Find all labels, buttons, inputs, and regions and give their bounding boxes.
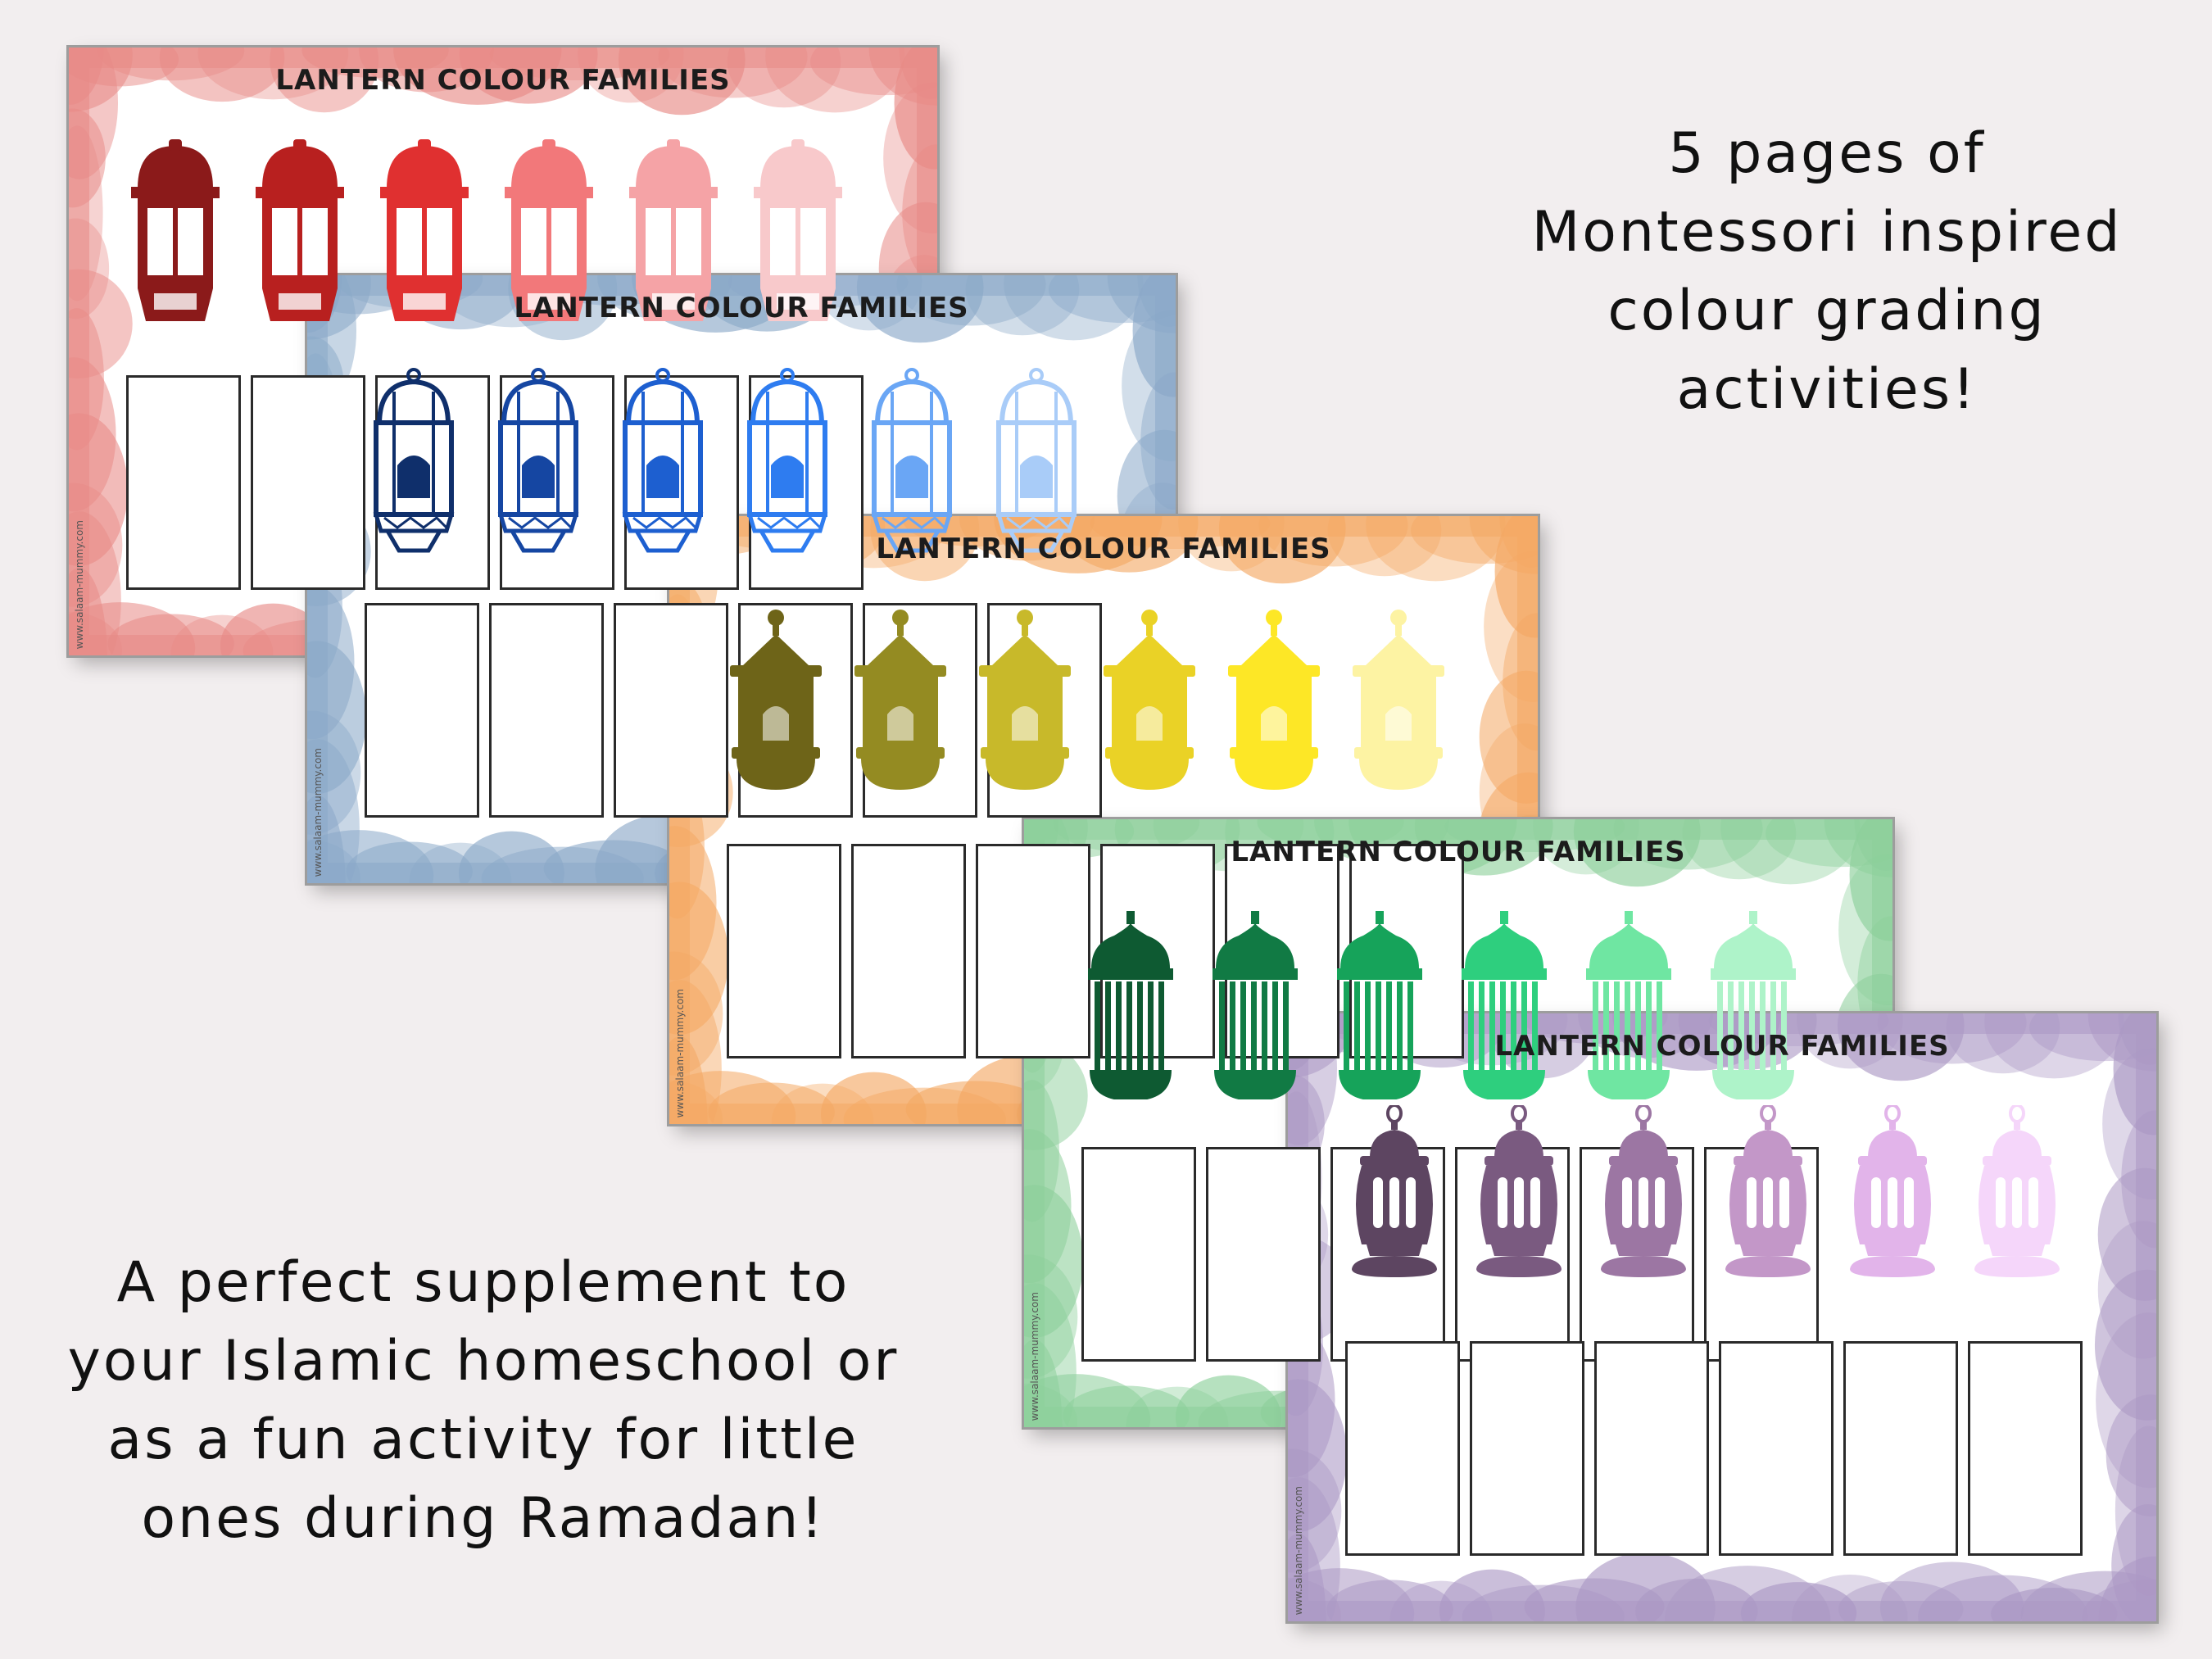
lantern-icon [131, 139, 220, 321]
site-url: www.salaam-mummy.com [312, 747, 324, 877]
lantern-icon [1462, 911, 1547, 1099]
caption-bottom-line: as a fun activity for little [107, 1407, 859, 1472]
lantern-row [1352, 1105, 2060, 1277]
lantern-icon [1352, 1105, 1437, 1277]
lantern-row [730, 610, 1444, 790]
caption-bottom-line: your Islamic homeschool or [67, 1329, 900, 1394]
sorting-box [727, 844, 841, 1058]
sorting-box [1719, 1341, 1834, 1556]
lantern-icon [1850, 1105, 1935, 1277]
caption-top: 5 pages of Montessori inspired colour gr… [1499, 115, 2155, 429]
lantern-icon [854, 610, 946, 790]
caption-top-line: colour grading [1607, 279, 2047, 343]
lantern-icon [746, 368, 828, 553]
sorting-box [614, 603, 728, 818]
sorting-box [1345, 1341, 1460, 1556]
lantern-icon [1213, 911, 1298, 1099]
site-url: www.salaam-mummy.com [1029, 1291, 1040, 1421]
sorting-box [1081, 1147, 1196, 1362]
worksheet-title: LANTERN COLOUR FAMILIES [514, 292, 969, 324]
sorting-box [126, 375, 241, 590]
sorting-box [251, 375, 365, 590]
lantern-icon [995, 368, 1077, 553]
sorting-box [851, 844, 966, 1058]
site-url: www.salaam-mummy.com [74, 519, 85, 649]
sorting-box [1470, 1341, 1584, 1556]
lantern-icon [497, 368, 579, 553]
caption-bottom-line: A perfect supplement to [116, 1250, 850, 1315]
lantern-icon [373, 368, 455, 553]
worksheet-title: LANTERN COLOUR FAMILIES [275, 64, 731, 97]
caption-top-line: 5 pages of [1668, 121, 1986, 186]
caption-top-line: Montessori inspired [1531, 200, 2123, 265]
site-url: www.salaam-mummy.com [674, 988, 686, 1117]
lantern-icon [1601, 1105, 1686, 1277]
lantern-row [1088, 911, 1796, 1099]
caption-top-line: activities! [1676, 357, 1978, 422]
sorting-box [365, 603, 479, 818]
sorting-box [489, 603, 604, 818]
worksheet-title: LANTERN COLOUR FAMILIES [876, 533, 1331, 565]
lantern-icon [1725, 1105, 1811, 1277]
sorting-box [1594, 1341, 1709, 1556]
lantern-icon [1337, 911, 1422, 1099]
sorting-box [1206, 1147, 1321, 1362]
sorting-boxes [1345, 1341, 2083, 1556]
lantern-icon [1088, 911, 1173, 1099]
lantern-icon [871, 368, 953, 553]
lantern-row [373, 368, 1077, 553]
site-url: www.salaam-mummy.com [1293, 1485, 1304, 1615]
sorting-box [976, 844, 1090, 1058]
lantern-icon [1228, 610, 1320, 790]
sorting-box [1968, 1341, 2083, 1556]
lantern-icon [1104, 610, 1195, 790]
lantern-icon [1476, 1105, 1562, 1277]
caption-bottom: A perfect supplement to your Islamic hom… [49, 1244, 918, 1558]
lantern-icon [979, 610, 1071, 790]
worksheet-title: LANTERN COLOUR FAMILIES [1494, 1030, 1950, 1063]
sorting-box [1843, 1341, 1958, 1556]
lantern-icon [1711, 911, 1796, 1099]
lantern-icon [1353, 610, 1444, 790]
worksheet-title: LANTERN COLOUR FAMILIES [1231, 836, 1686, 868]
lantern-icon [1974, 1105, 2060, 1277]
lantern-icon [622, 368, 704, 553]
caption-bottom-line: ones during Ramadan! [141, 1486, 826, 1551]
lantern-icon [730, 610, 822, 790]
lantern-icon [1586, 911, 1671, 1099]
